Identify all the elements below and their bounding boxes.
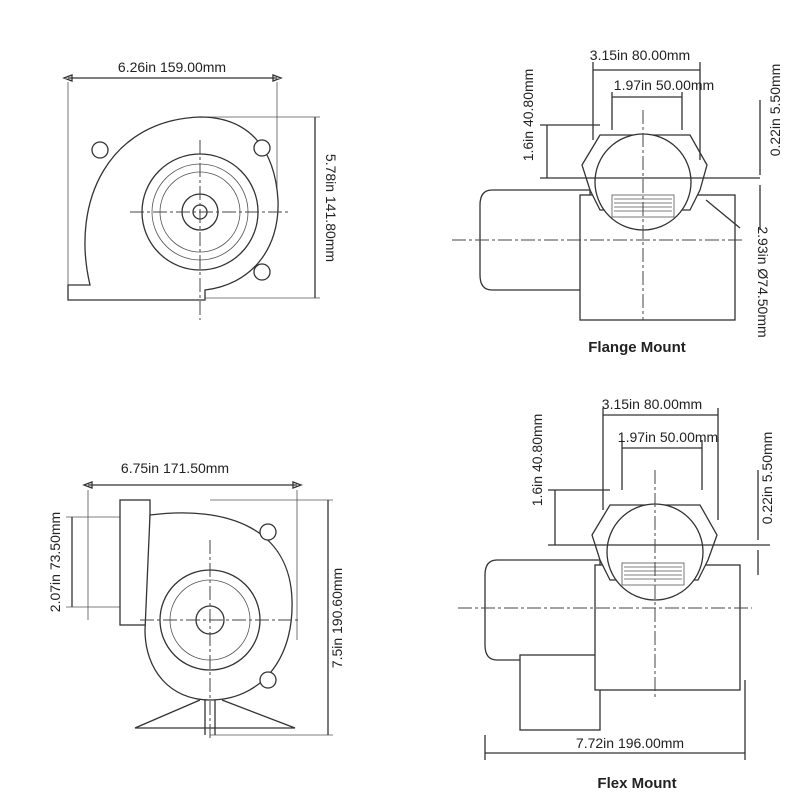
inner-width-dimension: 1.97in 50.00mm: [618, 429, 718, 445]
flange-thickness-dimension: 0.22in 5.50mm: [767, 64, 783, 157]
flex-mount-view: 3.15in 80.00mm 1.97in 50.00mm 1.6in 40.8…: [458, 396, 775, 792]
diameter-dimension: 2.93in Ø74.50mm: [755, 226, 771, 337]
flange-mount-label: Flange Mount: [588, 339, 686, 356]
outer-width-dimension: 3.15in 80.00mm: [590, 47, 690, 63]
side-view-top: 6.26in 159.00mm 5.78in 141.80mm: [62, 59, 339, 320]
height-dimension: 7.5in 190.60mm: [329, 568, 345, 668]
outlet-height-dimension: 2.07in 73.50mm: [47, 512, 63, 612]
inner-width-dimension: 1.97in 50.00mm: [614, 77, 714, 93]
height-dimension: 1.6in 40.80mm: [520, 69, 536, 162]
flange-thickness-dimension: 0.22in 5.50mm: [759, 432, 775, 525]
height-dimension: 1.6in 40.80mm: [529, 414, 545, 507]
width-dimension: 6.75in 171.50mm: [121, 460, 229, 476]
flange-mount-view: 3.15in 80.00mm 1.97in 50.00mm 1.6in 40.8…: [452, 47, 783, 356]
outer-width-dimension: 3.15in 80.00mm: [602, 396, 702, 412]
length-dimension: 7.72in 196.00mm: [576, 735, 684, 751]
side-view-bottom: 6.75in 171.50mm 2.07in 73.50mm 7.5in 190…: [47, 460, 345, 740]
flex-mount-label: Flex Mount: [597, 775, 676, 792]
height-dimension: 5.78in 141.80mm: [323, 154, 339, 262]
width-dimension: 6.26in 159.00mm: [118, 59, 226, 75]
